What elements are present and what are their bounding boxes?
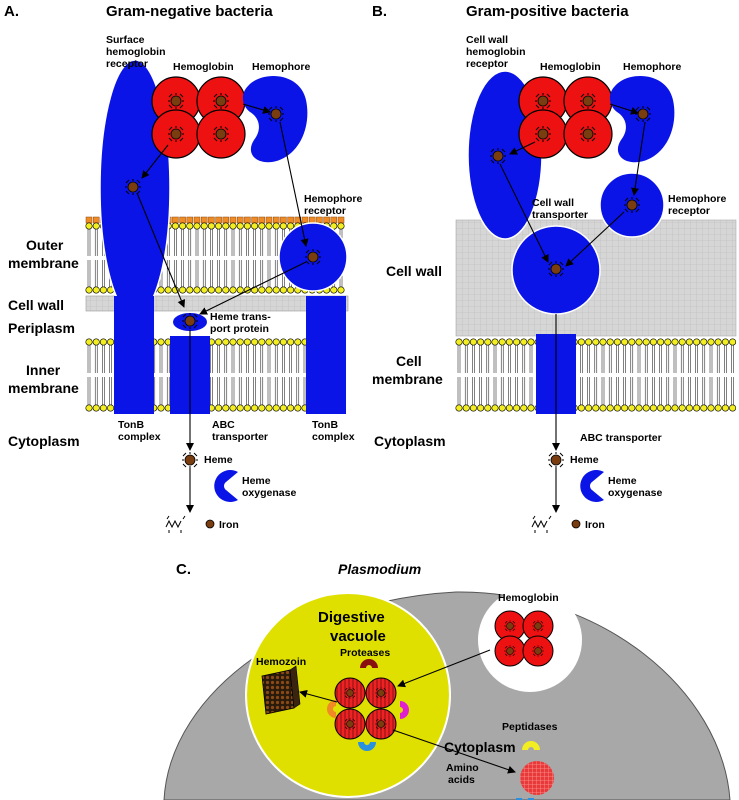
hemoglobin-label-a: Hemoglobin xyxy=(173,61,234,73)
iron-label-b: Iron xyxy=(585,519,605,531)
tonb-complex-left xyxy=(114,296,154,414)
flow-arrows-a xyxy=(136,103,309,513)
heme-label-b: Heme xyxy=(570,454,599,466)
protease-top xyxy=(360,659,378,668)
digestive-vacuole-label: Digestive vacuole xyxy=(318,609,389,645)
hemozoin-label: Hemozoin xyxy=(256,656,306,668)
heme-transport-label: Heme trans- port protein xyxy=(210,311,274,335)
outer-membrane-label: Outer membrane xyxy=(8,237,79,271)
heme-molecules-a xyxy=(125,93,321,468)
panel-c: C. Plasmodium Digestive vacuole Hemoglob… xyxy=(163,561,731,800)
panel-a: A. Gram-negative bacteria xyxy=(4,3,365,533)
peptidases-label: Peptidases xyxy=(502,721,558,733)
protease-left xyxy=(327,700,336,718)
hemozoin-crystal xyxy=(261,665,301,715)
tonb-left-label: TonB complex xyxy=(118,419,161,443)
iron-label-a: Iron xyxy=(219,519,239,531)
protease-bottom xyxy=(358,742,376,751)
periplasm-label: Periplasm xyxy=(8,320,75,336)
inner-membrane-label: Inner membrane xyxy=(8,362,79,396)
cell-membrane-label: Cell membrane xyxy=(372,353,443,387)
tonb-right-label: TonB complex xyxy=(312,419,355,443)
hemoglobin-label-b: Hemoglobin xyxy=(540,61,601,73)
heme-label-a: Heme xyxy=(204,454,233,466)
hemophore-label-a: Hemophore xyxy=(252,61,311,73)
amino-acid-pool xyxy=(520,761,554,795)
panel-b-letter: B. xyxy=(372,3,387,20)
biliverdin-icon-a xyxy=(165,515,186,533)
tonb-complex-right xyxy=(306,296,346,414)
heme-oxygenase-label-a: Heme oxygenase xyxy=(242,475,296,499)
iron-dot-b xyxy=(571,519,581,529)
heme-oxygenase-label-b: Heme oxygenase xyxy=(608,475,662,499)
cell-wall-label-a: Cell wall xyxy=(8,297,64,313)
cytoplasm-label-c: Cytoplasm xyxy=(444,739,516,755)
cytoplasm-label-a: Cytoplasm xyxy=(8,433,80,449)
heme-oxygenase-a xyxy=(214,470,238,503)
cw-transporter-label: Cell wall transporter xyxy=(532,197,588,221)
heme-molecules-b xyxy=(490,93,651,468)
amino-acids-label: Amino acids xyxy=(446,762,482,786)
protease-right xyxy=(400,701,409,719)
flow-arrows-b xyxy=(499,103,646,513)
hemoglobin-tetramer-b xyxy=(518,76,613,159)
cell-wall-label-b: Cell wall xyxy=(386,263,442,279)
hemophore-receptor-label-a: Hemophore receptor xyxy=(304,193,365,217)
panel-c-letter: C. xyxy=(176,561,191,578)
panel-a-title: Gram-negative bacteria xyxy=(106,3,273,20)
hemophore-label-b: Hemophore xyxy=(623,61,682,73)
hemophore-receptor-label-b: Hemophore receptor xyxy=(668,193,729,217)
iron-dot-a xyxy=(205,519,215,529)
biliverdin-icon-b xyxy=(531,515,552,533)
hemoglobin-tetramer-a xyxy=(151,76,246,159)
panel-a-letter: A. xyxy=(4,3,19,20)
abc-label-b: ABC transporter xyxy=(580,432,662,444)
hemoglobin-label-c: Hemoglobin xyxy=(498,592,559,604)
panel-b: B. Gram-positive bacteria xyxy=(372,3,737,533)
flow-arrows-c xyxy=(299,649,516,774)
abc-label-a: ABC transporter xyxy=(212,419,268,443)
heme-molecules-c xyxy=(344,620,544,730)
heme-oxygenase-b xyxy=(580,470,604,503)
plasmodium-title: Plasmodium xyxy=(338,561,421,577)
surface-receptor-label: Surface hemoglobin receptor xyxy=(106,34,168,70)
proteases-label: Proteases xyxy=(340,647,390,659)
cw-receptor-label: Cell wall hemoglobin receptor xyxy=(466,34,528,70)
cell-membrane-bilayer xyxy=(455,338,737,412)
peptidase-top xyxy=(522,741,540,750)
cytoplasm-label-b: Cytoplasm xyxy=(374,433,446,449)
panel-b-title: Gram-positive bacteria xyxy=(466,3,629,20)
